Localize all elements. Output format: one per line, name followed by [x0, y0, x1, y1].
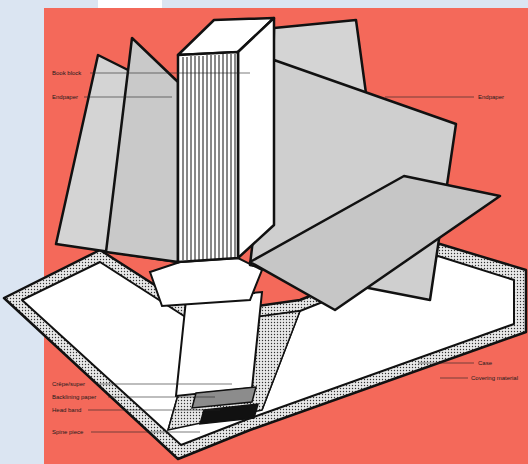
part-label: Case: [478, 360, 492, 367]
hinge-tab: [150, 258, 262, 306]
top-strip: [98, 0, 162, 8]
case-board: [22, 256, 514, 445]
covering-material: [4, 244, 526, 459]
book-block-front: [178, 52, 238, 262]
part-label: Spine piece: [52, 429, 83, 436]
part-label: Head band: [52, 407, 81, 414]
leader-lines: [84, 73, 474, 432]
part-label: Crêpe/super: [52, 381, 85, 388]
part-label: Backlining paper: [52, 394, 96, 401]
part-label: Book block: [52, 70, 81, 77]
part-label: Endpaper: [478, 94, 504, 101]
page-stripes: [183, 54, 235, 260]
part-label: Endpaper: [52, 94, 78, 101]
crepe-super: [176, 292, 262, 396]
endpaper-sheet: [106, 38, 178, 262]
part-label: Covering material: [471, 375, 518, 382]
endpaper-sheet: [250, 176, 500, 310]
book-block-side: [238, 18, 274, 258]
head-band: [200, 404, 258, 424]
